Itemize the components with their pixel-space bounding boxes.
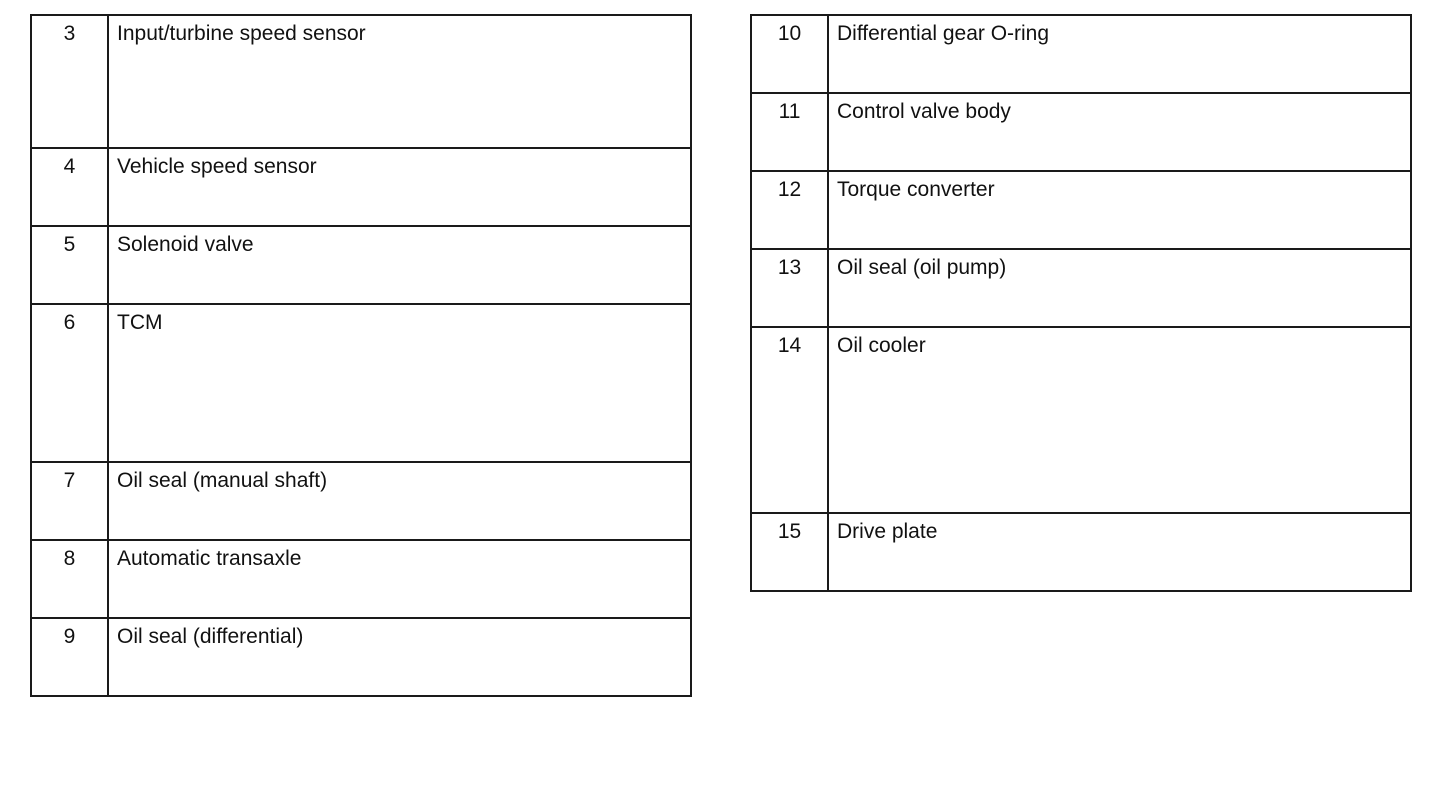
part-number: 7	[30, 461, 109, 541]
part-number: 11	[750, 92, 829, 172]
table-row: 14 Oil cooler	[750, 326, 1412, 514]
part-description: Oil cooler	[827, 326, 1412, 514]
parts-table-left: 3 Input/turbine speed sensor 4 Vehicle s…	[30, 14, 692, 697]
table-row: 3 Input/turbine speed sensor	[30, 14, 692, 149]
part-description: Oil seal (manual shaft)	[107, 461, 692, 541]
table-row: 11 Control valve body	[750, 92, 1412, 172]
part-description: Torque converter	[827, 170, 1412, 250]
part-number: 12	[750, 170, 829, 250]
part-description: Drive plate	[827, 512, 1412, 592]
part-number: 14	[750, 326, 829, 514]
table-row: 9 Oil seal (differential)	[30, 617, 692, 697]
table-row: 6 TCM	[30, 303, 692, 463]
table-row: 7 Oil seal (manual shaft)	[30, 461, 692, 541]
part-number: 15	[750, 512, 829, 592]
table-row: 12 Torque converter	[750, 170, 1412, 250]
part-description: Solenoid valve	[107, 225, 692, 305]
part-number: 6	[30, 303, 109, 463]
table-row: 5 Solenoid valve	[30, 225, 692, 305]
table-row: 8 Automatic transaxle	[30, 539, 692, 619]
part-number: 9	[30, 617, 109, 697]
part-description: Differential gear O-ring	[827, 14, 1412, 94]
part-description: Vehicle speed sensor	[107, 147, 692, 227]
table-row: 10 Differential gear O-ring	[750, 14, 1412, 94]
part-number: 5	[30, 225, 109, 305]
part-number: 8	[30, 539, 109, 619]
parts-table-right: 10 Differential gear O-ring 11 Control v…	[750, 14, 1412, 592]
table-row: 4 Vehicle speed sensor	[30, 147, 692, 227]
part-description: Oil seal (differential)	[107, 617, 692, 697]
part-description: Automatic transaxle	[107, 539, 692, 619]
table-row: 13 Oil seal (oil pump)	[750, 248, 1412, 328]
part-number: 3	[30, 14, 109, 149]
part-number: 10	[750, 14, 829, 94]
part-description: Control valve body	[827, 92, 1412, 172]
part-number: 4	[30, 147, 109, 227]
table-row: 15 Drive plate	[750, 512, 1412, 592]
part-description: Oil seal (oil pump)	[827, 248, 1412, 328]
part-description: Input/turbine speed sensor	[107, 14, 692, 149]
part-number: 13	[750, 248, 829, 328]
part-description: TCM	[107, 303, 692, 463]
